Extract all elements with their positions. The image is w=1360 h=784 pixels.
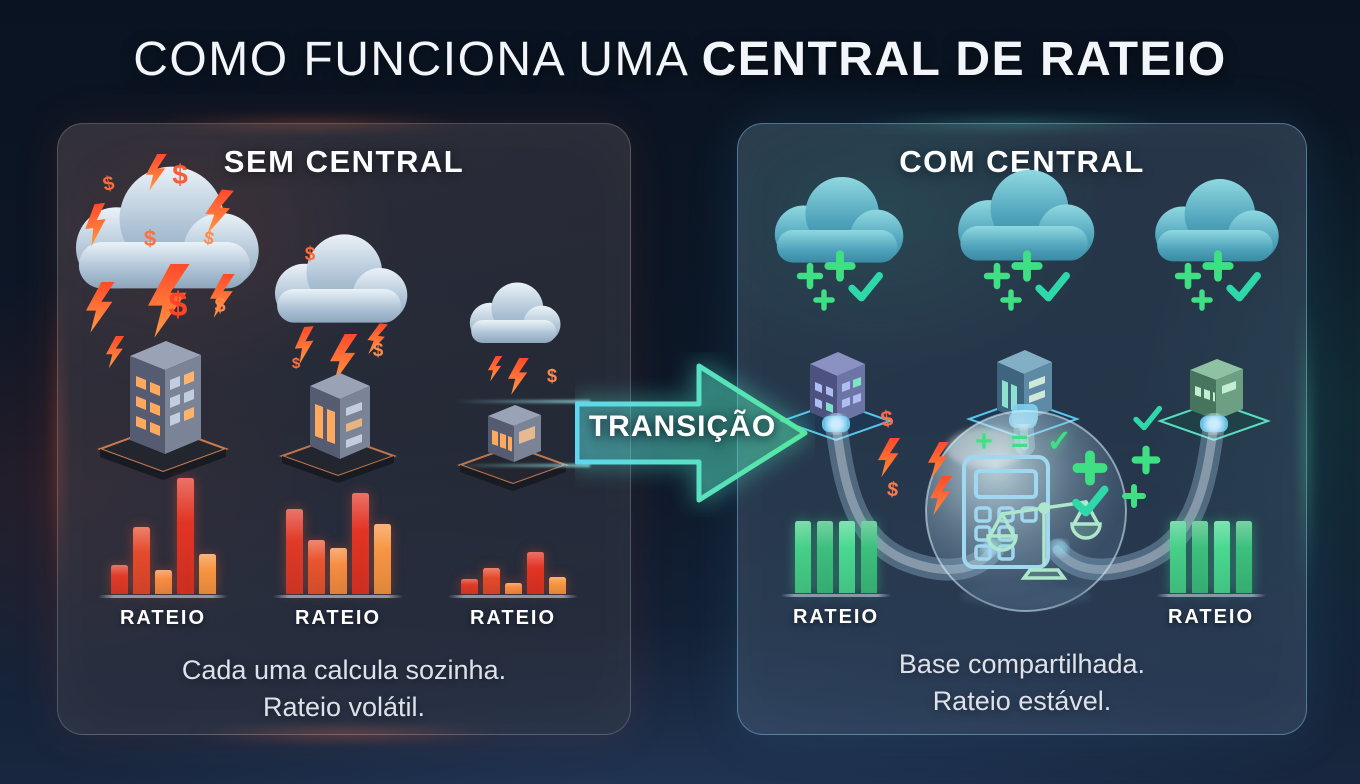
stable-bar-chart: [781, 521, 891, 593]
plus-icon: [816, 292, 832, 308]
title-prefix: COMO FUNCIONA UMA: [133, 33, 687, 86]
lightning-icon: [878, 438, 901, 478]
volatile-bar-chart: [273, 476, 403, 594]
cloud-icon: [774, 169, 1279, 263]
building-small-icon: [457, 405, 569, 491]
right-caption-line1: Base compartilhada.: [898, 649, 1146, 679]
plus-icon: [1178, 266, 1198, 286]
right-caption: Base compartilhada. Rateio estável.: [738, 646, 1306, 720]
left-caption-line2: Rateio volátil.: [262, 692, 426, 722]
title-emphasis: CENTRAL DE RATEIO: [701, 33, 1227, 86]
plus-icon: [1194, 292, 1210, 308]
chart-label: RATEIO: [294, 607, 382, 629]
storm-cloud-large-icon: $ $ $ $ $ $: [76, 154, 259, 369]
chart-baseline: [448, 595, 578, 598]
transition-label: TRANSIÇÃO: [588, 410, 777, 443]
chart-baseline: [98, 595, 228, 598]
storm-cloud-small-icon: $: [469, 282, 561, 395]
dollar-icon: $: [202, 227, 215, 248]
plus-icon: [800, 266, 820, 286]
dollar-icon: $: [101, 172, 116, 196]
dollar-icon: $: [172, 159, 188, 190]
chart-baseline: [1156, 594, 1266, 597]
left-panel-header: SEM CENTRAL: [223, 144, 465, 179]
plus-icon: [987, 266, 1007, 286]
left-caption: Cada uma calcula sozinha. Rateio volátil…: [58, 652, 630, 726]
rateio-chart-block-1: RATEIO: [98, 476, 228, 630]
check-icon: [1136, 409, 1159, 428]
light-streak-top: [455, 400, 590, 403]
light-streak-bottom: [455, 464, 590, 467]
volatile-bar-chart: [448, 476, 578, 594]
cost-symbols: $ $: [878, 405, 1159, 515]
dollar-icon: $: [305, 244, 316, 265]
plus-icon: [1003, 292, 1019, 308]
dollar-icon: $: [547, 366, 557, 386]
check-icon: [1039, 276, 1066, 298]
rateio-chart-block-right: RATEIO: [1156, 521, 1266, 629]
dollar-icon: $: [886, 479, 899, 502]
chart-label: RATEIO: [119, 607, 207, 629]
left-illustration: $ $ $ $ $ $ $ $ $ $: [76, 154, 569, 491]
dollar-icon: $: [169, 286, 188, 324]
volatile-bar-chart: [98, 476, 228, 594]
right-illustration: $ $: [774, 169, 1279, 612]
dollar-icon: $: [292, 355, 301, 372]
left-caption-line1: Cada uma calcula sozinha.: [181, 655, 507, 685]
dollar-icon: $: [144, 226, 156, 251]
page-title: COMO FUNCIONA UMA CENTRAL DE RATEIO: [0, 32, 1360, 87]
dollar-icon: $: [373, 340, 384, 361]
building-medium-icon: [279, 373, 397, 483]
transition-arrow-icon: [575, 363, 808, 503]
rateio-chart-block-2: RATEIO: [273, 476, 403, 630]
chart-label: RATEIO: [1167, 606, 1255, 628]
stable-bar-chart: [1156, 521, 1266, 593]
rateio-chart-block-3: RATEIO: [448, 476, 578, 630]
building-tall-icon: [97, 341, 229, 480]
right-caption-line2: Rateio estável.: [932, 686, 1112, 716]
chart-label: RATEIO: [469, 607, 557, 629]
chart-baseline: [781, 594, 891, 597]
dollar-icon: $: [214, 295, 225, 317]
rateio-chart-block-left: RATEIO: [781, 521, 891, 629]
sphere-equation: + = ✓: [975, 425, 1077, 458]
chart-label: RATEIO: [792, 606, 880, 628]
storm-cloud-medium-icon: $ $ $: [275, 234, 408, 383]
check-icon: [1230, 276, 1257, 298]
chart-baseline: [273, 595, 403, 598]
plus-icon: [1135, 449, 1157, 471]
check-icon: [852, 276, 879, 298]
dollar-icon: $: [879, 405, 895, 431]
panel-sem-central: SEM CENTRAL: [55, 121, 631, 737]
panel-com-central: COM CENTRAL: [737, 121, 1309, 735]
plus-icon: [1125, 487, 1143, 505]
